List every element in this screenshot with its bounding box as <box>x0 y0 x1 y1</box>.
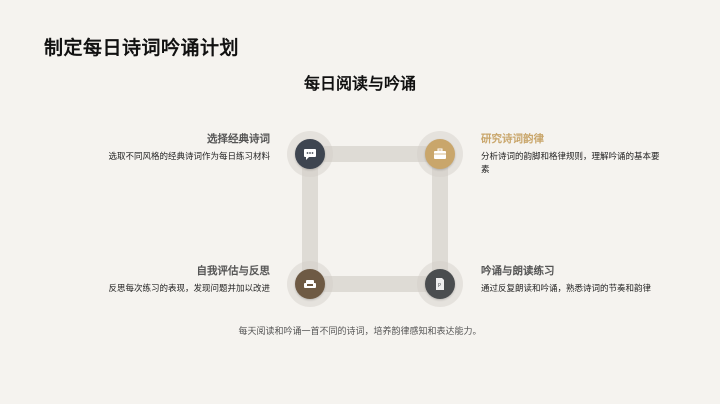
connector-left <box>302 154 318 284</box>
step-3: 自我评估与反思 反思每次练习的表现，发现问题并加以改进 <box>90 263 270 296</box>
step-node-4: P <box>417 261 463 307</box>
briefcase-icon <box>425 139 455 169</box>
section-title: 每日阅读与吟诵 <box>303 74 416 93</box>
cycle-frame <box>302 146 448 292</box>
step-node-2 <box>417 131 463 177</box>
svg-text:P: P <box>438 283 441 289</box>
step-1: 选择经典诗词 选取不同风格的经典诗词作为每日练习材料 <box>90 131 270 164</box>
document-icon: P <box>425 269 455 299</box>
connector-bottom <box>310 276 440 292</box>
connector-right <box>432 154 448 284</box>
page-title: 制定每日诗词吟诵计划 <box>44 37 240 59</box>
connector-top <box>310 146 440 162</box>
step-1-title: 选择经典诗词 <box>207 133 270 145</box>
step-node-3 <box>287 261 333 307</box>
step-4-title: 吟诵与朗读练习 <box>481 265 555 277</box>
step-3-title: 自我评估与反思 <box>196 265 271 277</box>
footer-note: 每天阅读和吟诵一首不同的诗词，培养韵律感知和表达能力。 <box>238 327 482 337</box>
step-3-desc: 反思每次练习的表现，发现问题并加以改进 <box>108 284 270 294</box>
sofa-icon <box>295 269 325 299</box>
step-node-1 <box>287 131 333 177</box>
step-2-desc: 分析诗词的韵脚和格律规则，理解吟诵的基本要素 <box>481 152 660 175</box>
step-2: 研究诗词韵律 分析诗词的韵脚和格律规则，理解吟诵的基本要素 <box>481 131 661 177</box>
step-4: 吟诵与朗读练习 通过反复朗读和吟诵，熟悉诗词的节奏和韵律 <box>481 263 661 296</box>
step-1-desc: 选取不同风格的经典诗词作为每日练习材料 <box>108 152 270 162</box>
chat-bubble-icon <box>295 139 325 169</box>
step-4-desc: 通过反复朗读和吟诵，熟悉诗词的节奏和韵律 <box>481 284 652 294</box>
step-2-title: 研究诗词韵律 <box>481 133 544 145</box>
